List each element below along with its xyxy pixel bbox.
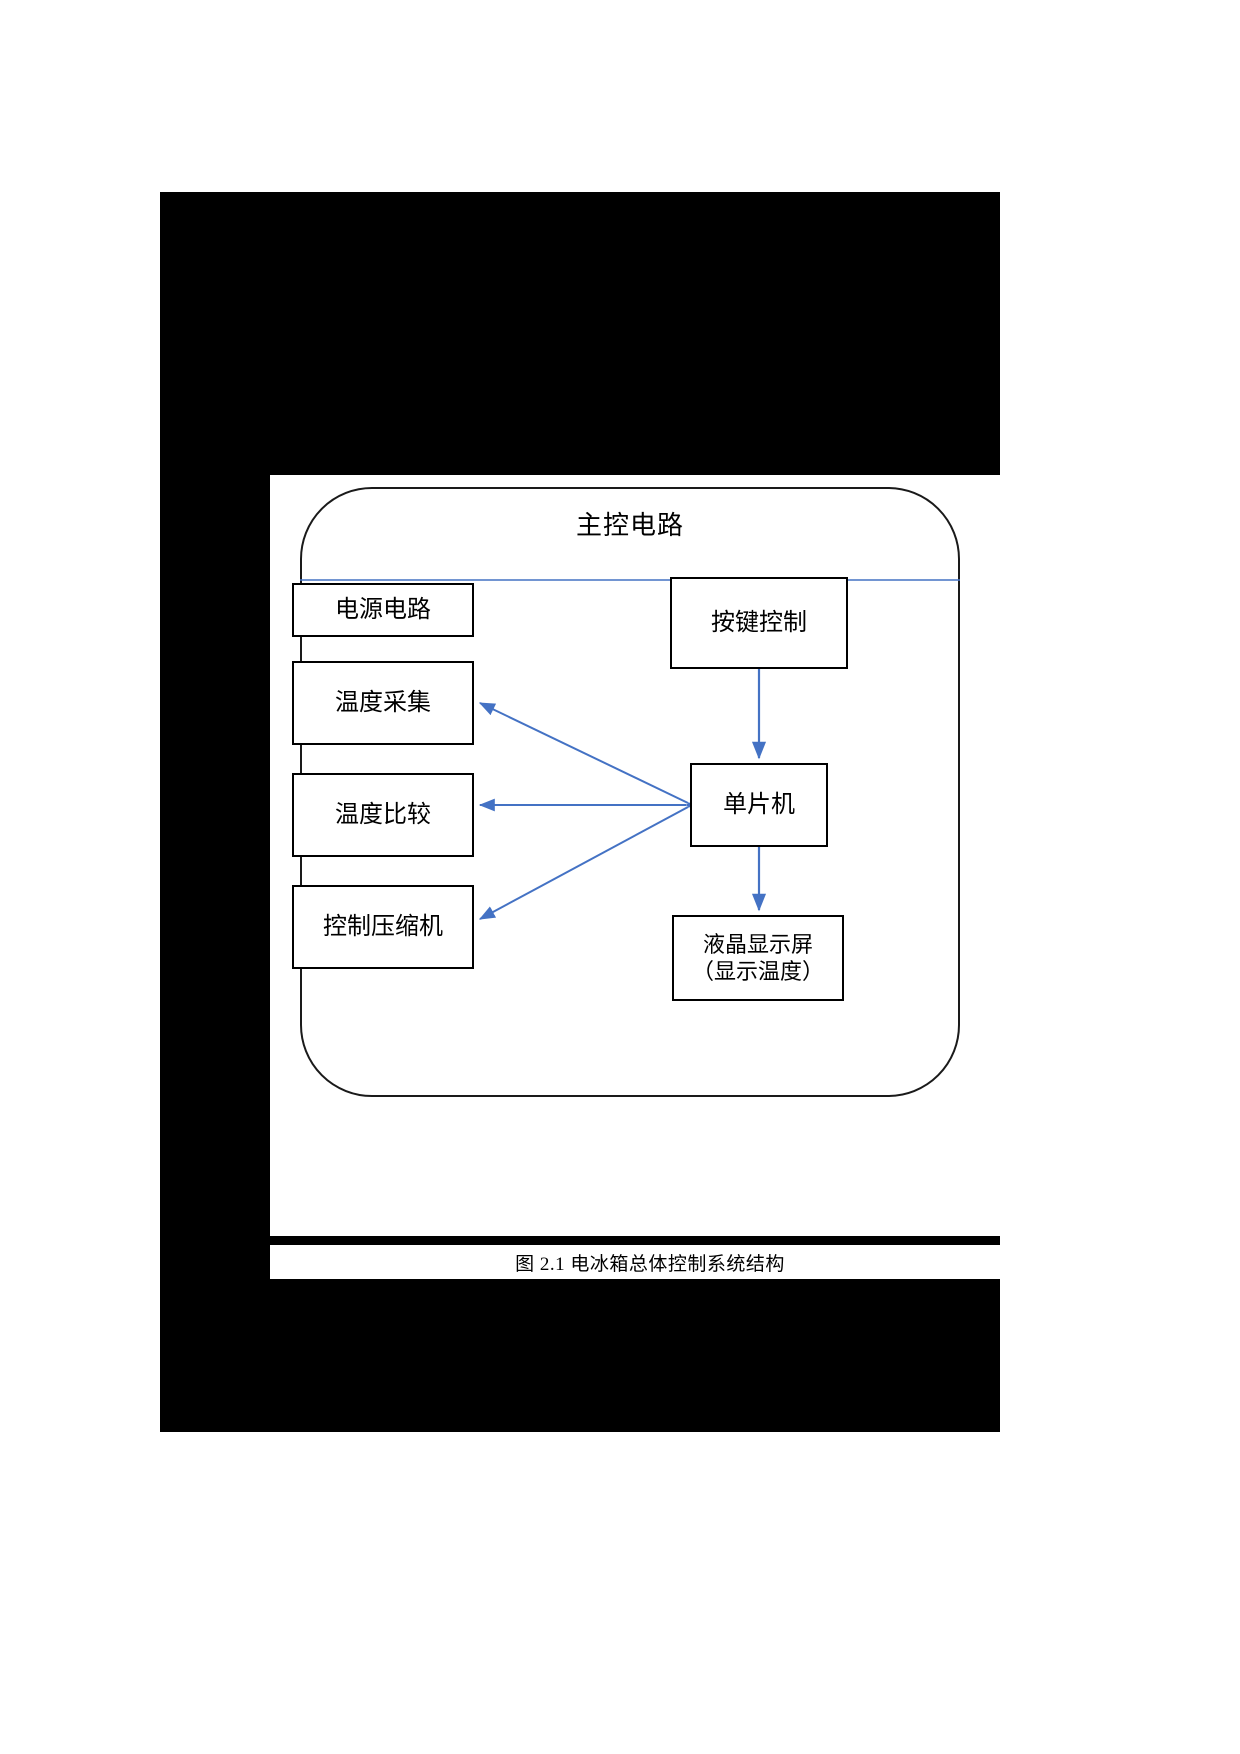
node-mcu: 单片机: [690, 763, 828, 847]
node-key-control: 按键控制: [670, 577, 848, 669]
figure-caption: 图 2.1 电冰箱总体控制系统结构: [515, 1253, 785, 1275]
figure-panel: 主控电路 电源电路: [270, 475, 1030, 1236]
main-control-circuit-title: 主控电路: [575, 510, 684, 540]
node-lcd-line2: （显示温度）: [691, 959, 824, 984]
node-lcd-display: 液晶显示屏 （显示温度）: [672, 915, 844, 1001]
node-lcd-line1: 液晶显示屏: [702, 931, 813, 957]
node-power-circuit: 电源电路: [292, 583, 474, 637]
node-temperature-acquisition: 温度采集: [292, 661, 474, 745]
node-temperature-comparison: 温度比较: [292, 773, 474, 857]
figure-caption-band: 图 2.1 电冰箱总体控制系统结构: [270, 1245, 1030, 1279]
node-compressor-control: 控制压缩机: [292, 885, 474, 969]
